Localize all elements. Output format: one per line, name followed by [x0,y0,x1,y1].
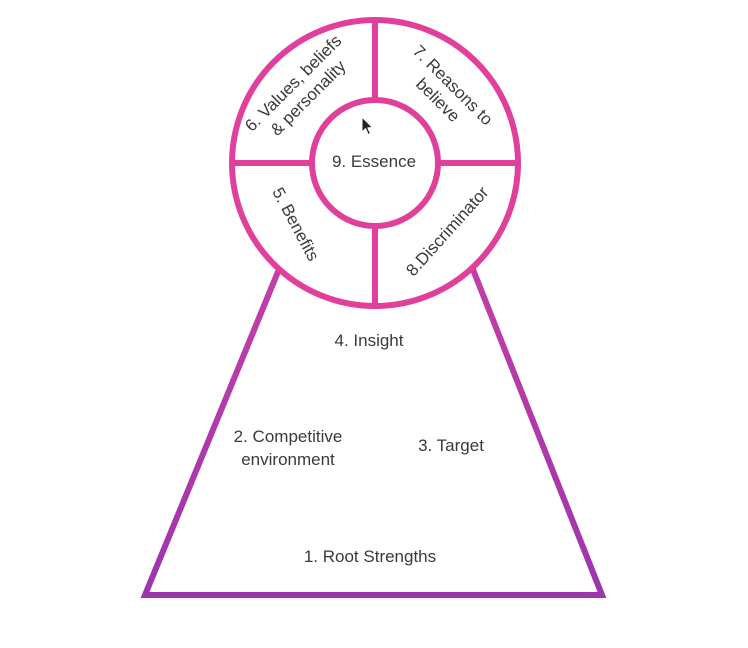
label-competitive-environment-line2: environment [241,450,335,469]
label-insight: 4. Insight [335,331,404,350]
mouse-pointer-icon [361,116,374,135]
label-competitive-environment-line1: 2. Competitive [234,427,343,446]
label-root-strengths: 1. Root Strengths [304,547,436,566]
wheel-inner-circle [309,97,441,229]
label-target: 3. Target [418,436,484,455]
wheel-background [232,20,518,306]
label-essence: 9. Essence [332,152,416,171]
